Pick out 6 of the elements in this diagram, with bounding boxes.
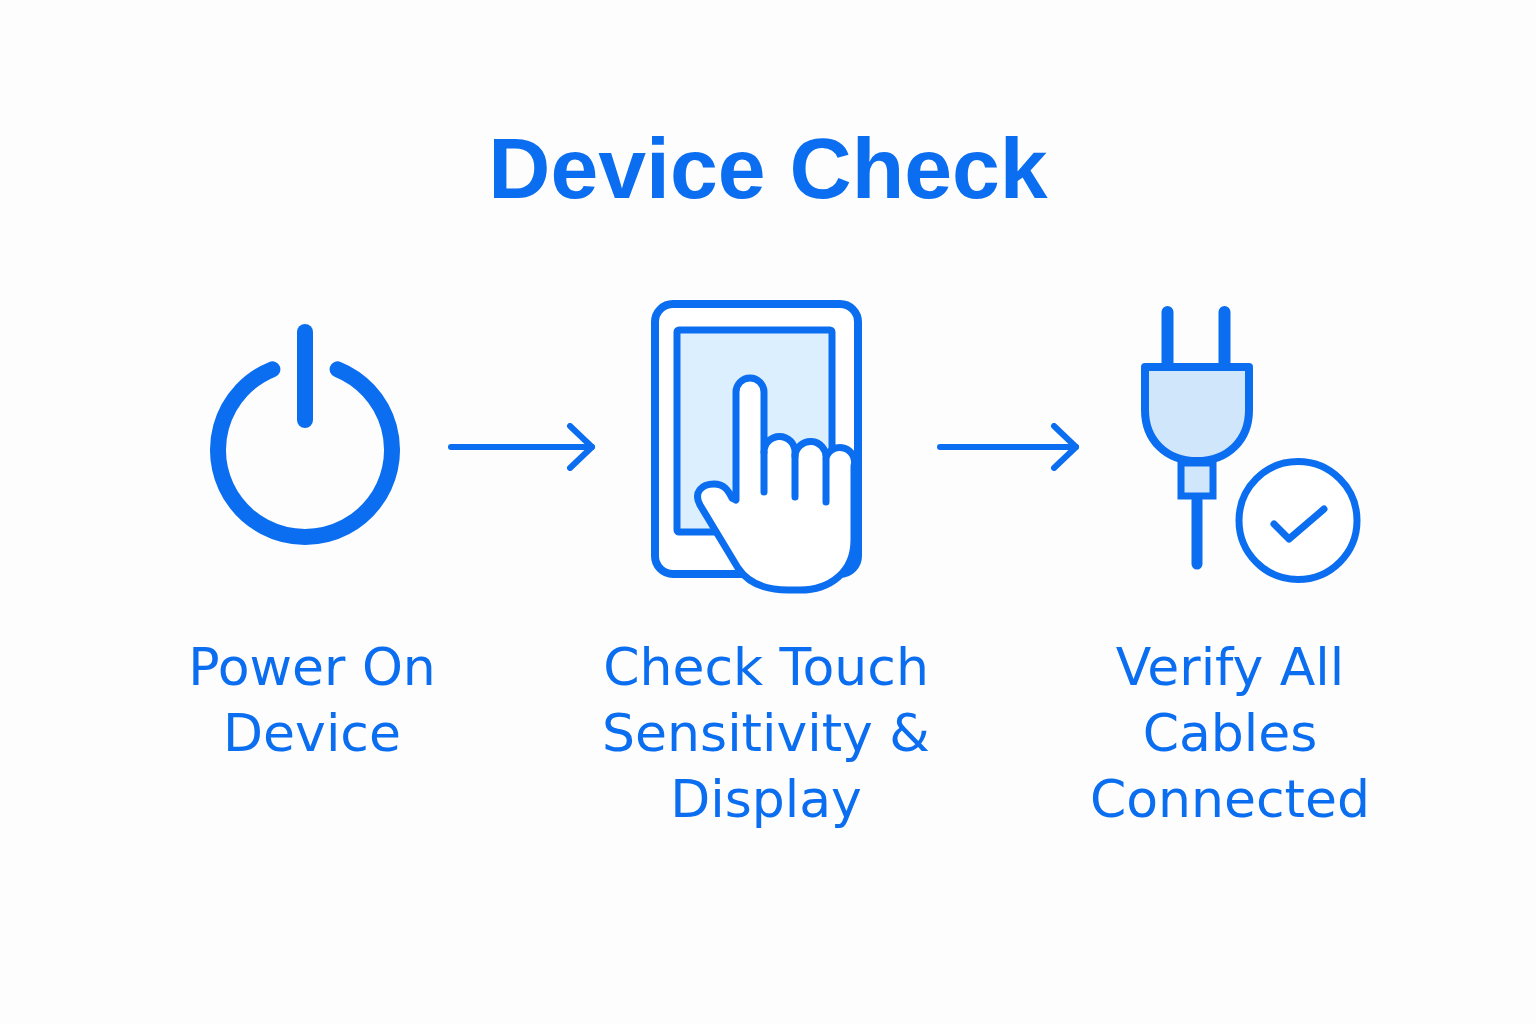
step-label: Verify All Cables Connected (1089, 636, 1371, 831)
step-label: Power On Device (187, 636, 437, 765)
title: Device Check (487, 125, 1049, 211)
arrow (448, 423, 595, 471)
step-label: Check Touch Sensitivity & Display (601, 636, 931, 831)
arrow (937, 423, 1079, 471)
